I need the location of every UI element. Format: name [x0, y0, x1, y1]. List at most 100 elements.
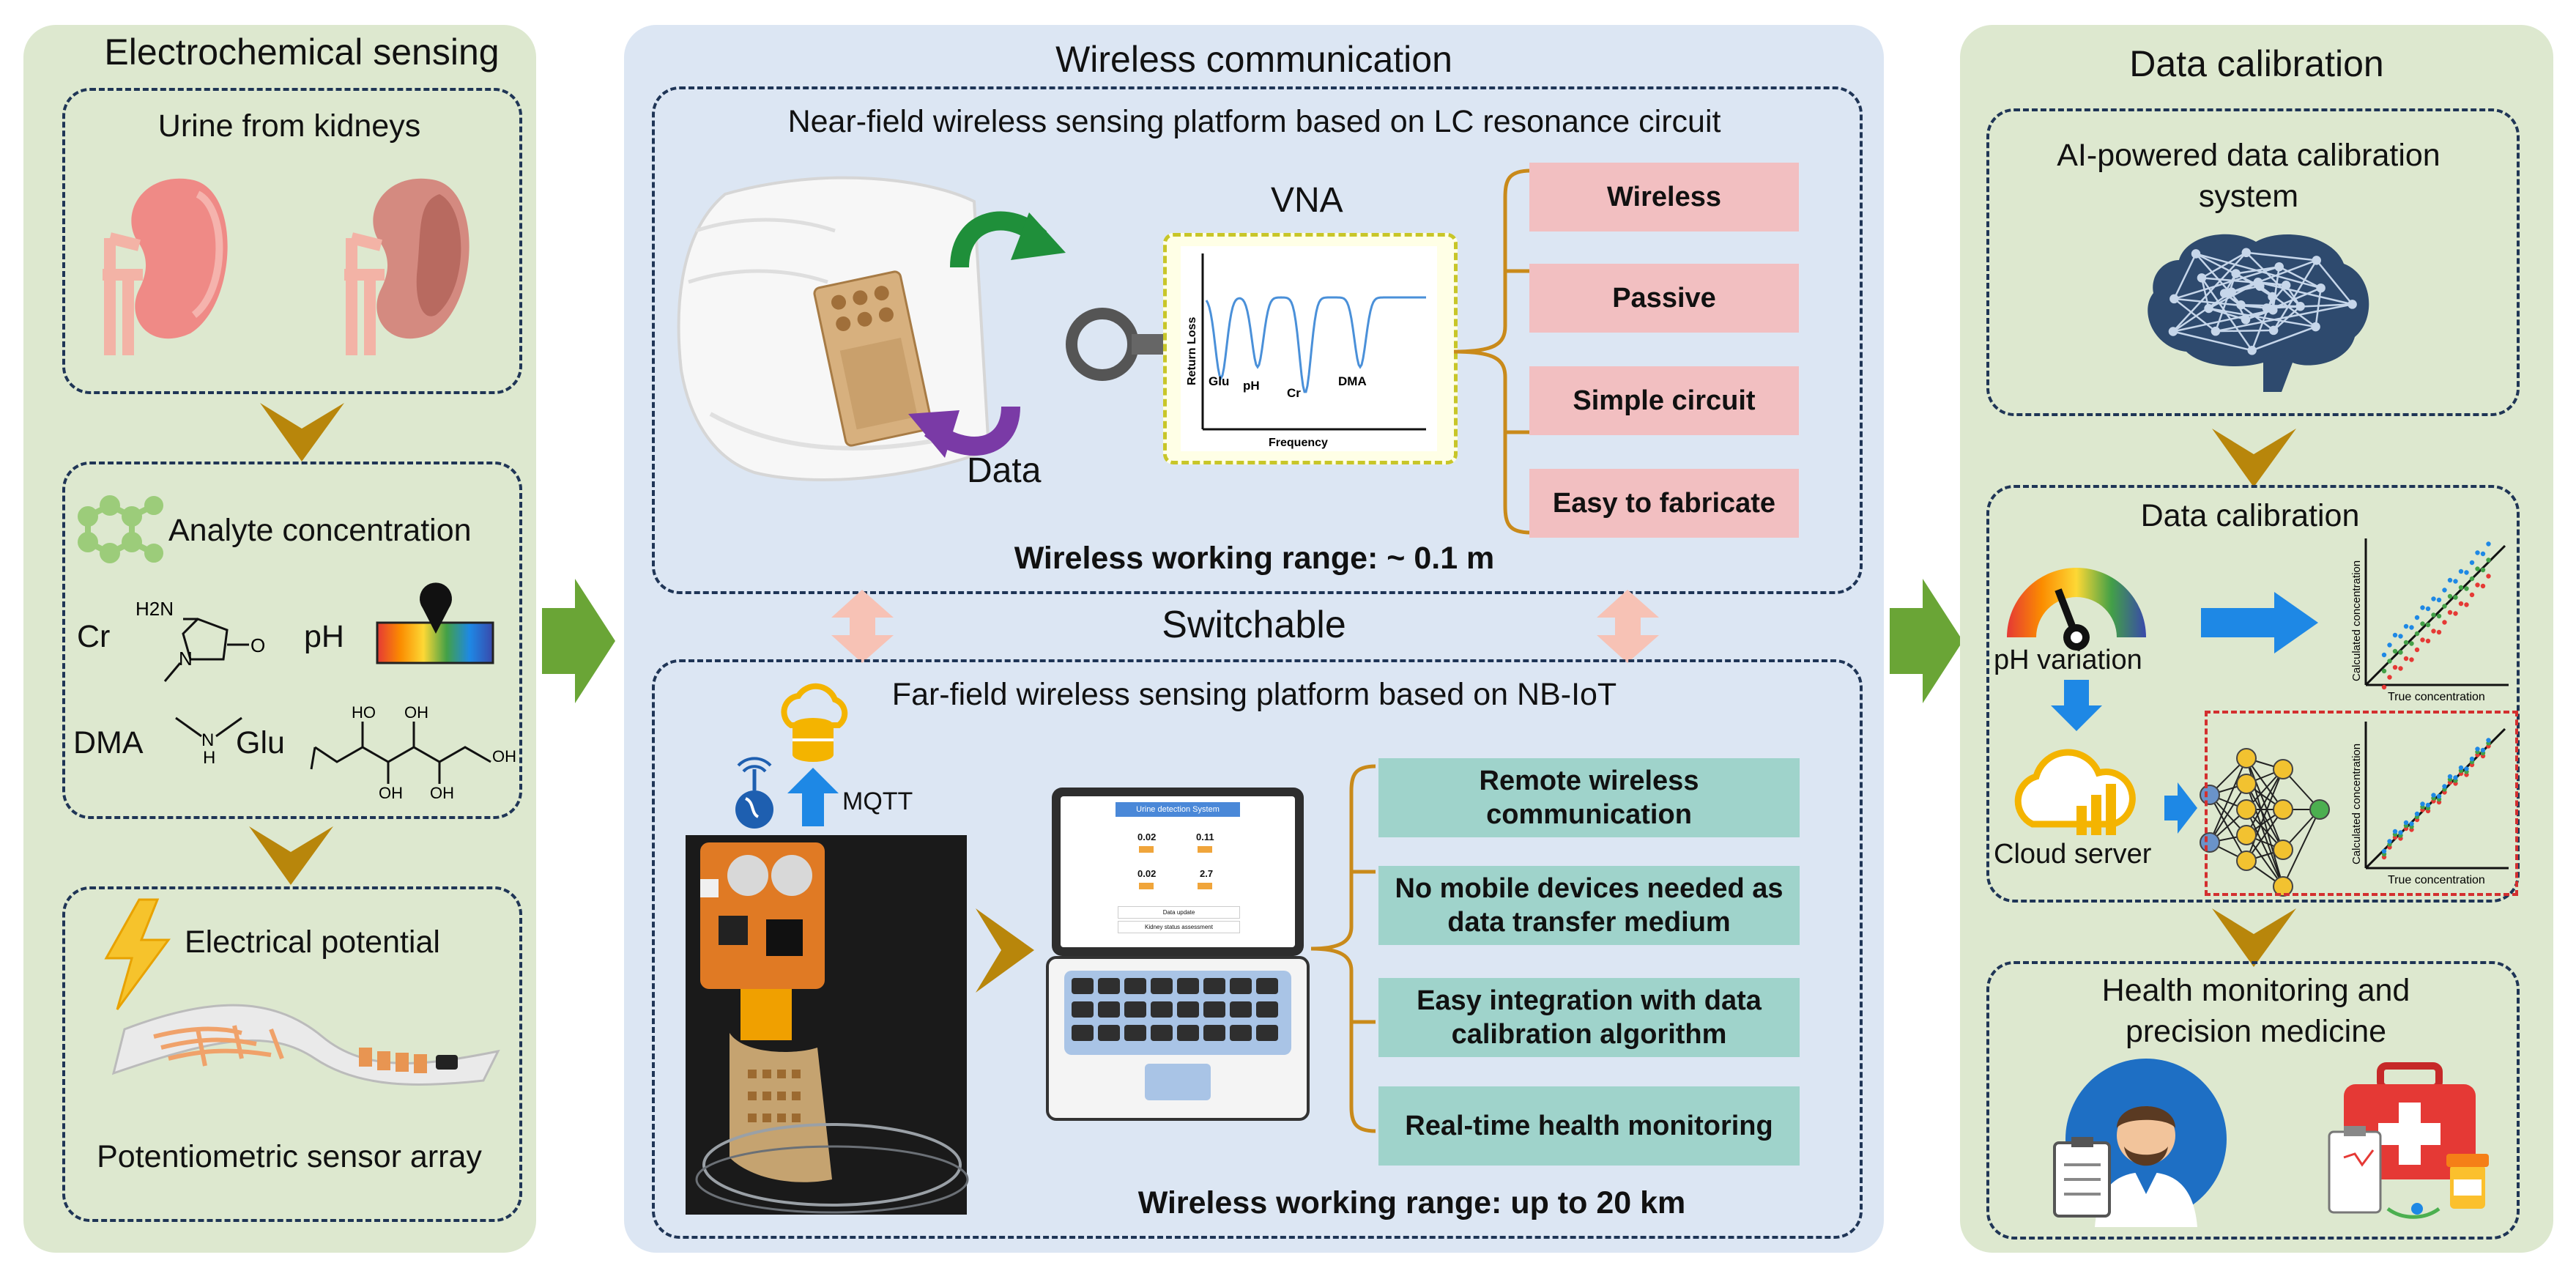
near-field-box	[652, 86, 1863, 594]
near-range: Wireless working range: ~ 0.1 m	[1014, 541, 1495, 576]
ai-title: AI-powered data calibration system	[2057, 138, 2440, 214]
laptop-display	[1061, 796, 1295, 947]
screen-assess-button: Kidney status assessment	[1118, 921, 1240, 933]
keyboard-key	[1256, 1001, 1278, 1018]
ph-gauge-icon	[2007, 568, 2146, 651]
scatter-point	[2475, 746, 2480, 752]
screen-badge-1	[1139, 846, 1154, 853]
scatter-point	[2409, 641, 2414, 646]
scatter-point	[2464, 766, 2469, 771]
scatter-point	[2458, 601, 2464, 607]
brain-link	[2224, 292, 2274, 331]
feature-wireless: Wireless	[1529, 163, 1799, 231]
kidney-icon	[103, 178, 228, 355]
keyboard-key	[1203, 1001, 1225, 1018]
scatter-point	[2458, 585, 2464, 590]
scatter-point	[2420, 621, 2425, 626]
brain-link	[2201, 251, 2247, 279]
scatter-point	[2403, 656, 2409, 662]
analyte-title: Analyte concentration	[168, 513, 472, 548]
sensor-array-image	[111, 1004, 500, 1086]
keyboard-key	[1151, 1001, 1173, 1018]
brain-node	[2274, 262, 2284, 272]
keyboard-key	[1203, 1025, 1225, 1041]
brain-link	[2172, 291, 2232, 333]
scatter-point	[2475, 566, 2480, 571]
feature-remote: Remote wireless communication	[1378, 758, 1800, 837]
peak-label-dma: DMA	[1338, 374, 1367, 388]
nn-link	[2246, 768, 2284, 836]
scatter-point	[2387, 675, 2392, 680]
keyboard-key	[1072, 978, 1094, 994]
scatter-point	[2442, 604, 2447, 609]
feature-simple-circuit: Simple circuit	[1529, 366, 1799, 435]
brain-icon	[2148, 234, 2369, 392]
scatter-point	[2409, 625, 2414, 630]
device-photo	[686, 835, 969, 1215]
brain-node	[2241, 315, 2251, 325]
scatter-point	[2409, 657, 2414, 662]
cr-o-label: O	[250, 634, 265, 656]
scatter-point	[2431, 612, 2436, 618]
brain-link	[2315, 288, 2322, 327]
scatter-point	[2381, 652, 2387, 658]
wireless-title: Wireless communication	[1055, 39, 1452, 80]
scatter-point	[2442, 620, 2447, 625]
brain-link	[2200, 278, 2210, 309]
cr-n-label: N	[179, 648, 193, 670]
switch-arrow-icon	[831, 590, 894, 663]
calibration-panel	[1960, 25, 2553, 1253]
brain-node	[2191, 249, 2201, 259]
glu-oh-label: OH	[404, 703, 428, 722]
scatter-point	[2436, 597, 2442, 603]
peak-label-glu: Glu	[1209, 374, 1229, 388]
cal-xlabel: True concentration	[2388, 874, 2485, 886]
brain-node	[2236, 300, 2246, 310]
dma-n-label: N	[201, 730, 214, 750]
brain-link	[2252, 325, 2317, 352]
scatter-point	[2453, 595, 2458, 600]
keyboard-key	[1230, 1001, 1252, 1018]
keyboard-key	[1124, 1025, 1146, 1041]
molecule-icon	[78, 495, 163, 563]
raw-ylabel: Calculated concentration	[2350, 560, 2363, 681]
brain-link	[2266, 303, 2353, 309]
brain-link	[2172, 330, 2252, 352]
health-title: Health monitoring and precision medicine	[2101, 973, 2410, 1049]
brain-node	[2227, 287, 2236, 297]
brain-node	[2211, 326, 2221, 336]
scatter-point	[2414, 615, 2420, 620]
brain-link	[2172, 308, 2274, 333]
scatter-point	[2469, 592, 2475, 598]
array-label: Potentiometric sensor array	[97, 1139, 482, 1174]
chevron-down-icon	[260, 403, 344, 462]
scatter-point	[2442, 588, 2447, 593]
glu-label: Glu	[236, 725, 285, 760]
right-arrow-icon	[542, 579, 615, 703]
potential-title: Electrical potential	[185, 925, 440, 960]
raw-xlabel: True concentration	[2388, 691, 2485, 703]
health-box	[1986, 961, 2520, 1240]
screen-value-4: 2.7	[1200, 868, 1214, 879]
scatter-point	[2464, 586, 2469, 591]
brain-node	[2268, 292, 2277, 302]
brain-node	[2312, 256, 2321, 265]
brain-node	[2347, 300, 2357, 309]
brain-node	[2204, 303, 2213, 314]
brain-node	[2231, 269, 2241, 278]
data-label: Data	[967, 451, 1042, 490]
scatter-point	[2431, 629, 2436, 634]
cr-label: Cr	[77, 619, 111, 654]
scatter-point	[2414, 631, 2420, 637]
ph-spectrum-icon	[376, 582, 494, 664]
keyboard-key	[1124, 1001, 1146, 1018]
scatter-point	[2480, 567, 2486, 573]
keyboard-key	[1256, 978, 1278, 994]
nn-node	[2236, 774, 2257, 794]
scatter-point	[2447, 577, 2453, 583]
scatter-point	[2447, 609, 2453, 615]
brain-link	[2172, 251, 2247, 333]
nn-node	[2273, 759, 2293, 779]
far-field-box	[652, 659, 1863, 1239]
scatter-point	[2398, 666, 2403, 671]
